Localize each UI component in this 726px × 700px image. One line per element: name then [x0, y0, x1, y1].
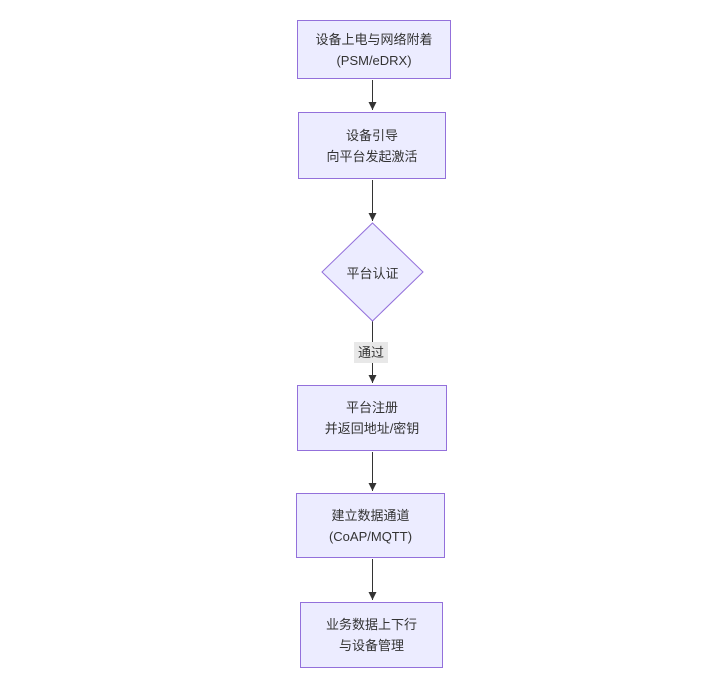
node-channel-line1: 建立数据通道 [331, 507, 410, 523]
node-auth-label: 平台认证 [346, 265, 399, 281]
node-register-line1: 平台注册 [345, 400, 398, 415]
node-channel-line2: (CoAP/MQTT) [328, 528, 413, 544]
node-register-line2: 并返回地址/密钥 [324, 421, 420, 436]
node-business-line1: 业务数据上下行 [325, 617, 417, 632]
node-bootstrap[interactable]: 设备引导 向平台发起激活 [298, 112, 446, 179]
node-bootstrap-line2: 向平台发起激活 [326, 148, 418, 164]
node-business[interactable]: 业务数据上下行 与设备管理 [300, 602, 443, 668]
node-channel[interactable]: 建立数据通道 (CoAP/MQTT) [296, 493, 445, 558]
node-register[interactable]: 平台注册 并返回地址/密钥 [297, 385, 447, 451]
node-power-attach-line2: (PSM/eDRX) [336, 52, 412, 68]
node-power-attach-line1: 设备上电与网络附着 [315, 31, 433, 47]
node-bootstrap-line1: 设备引导 [345, 127, 398, 143]
decision-diamond-shape [321, 222, 424, 322]
edge-label-pass: 通过 [354, 342, 389, 363]
node-power-attach[interactable]: 设备上电与网络附着 (PSM/eDRX) [297, 20, 451, 79]
node-business-line2: 与设备管理 [338, 638, 404, 653]
node-auth-decision[interactable]: 平台认证 [322, 223, 423, 321]
